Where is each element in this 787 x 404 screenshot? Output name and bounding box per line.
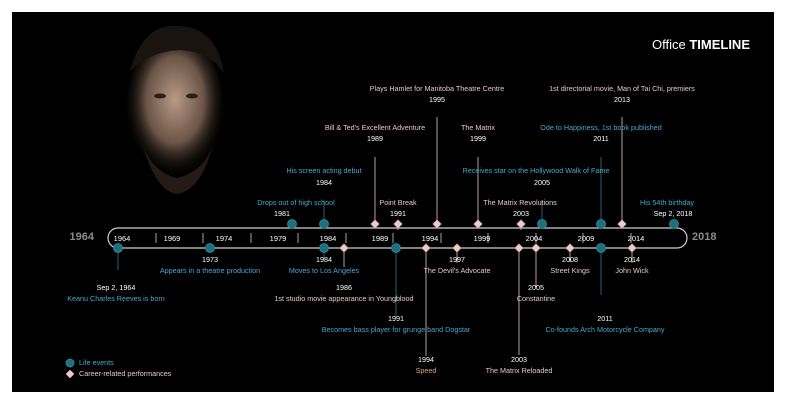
event-label: The Matrix Revolutions: [483, 198, 557, 207]
event-year: 1997: [449, 255, 465, 264]
tick-label: 2014: [627, 234, 645, 243]
event-year: 2014: [624, 255, 640, 264]
event-date: Sep 2, 2018: [653, 209, 693, 218]
event-label: 1st directorial movie, Man of Tai Chi, p…: [549, 84, 695, 93]
tick-label: 1964: [113, 234, 131, 243]
event-year: 1991: [388, 314, 404, 323]
event-label: Bill & Ted's Excellent Adventure: [324, 123, 426, 132]
career-marker-matrix: [473, 219, 483, 229]
event-label: Keanu Charles Reeves is born: [67, 294, 165, 303]
event-year: 1984: [316, 178, 332, 187]
timeline-graphics: [65, 25, 688, 379]
event-year: 2011: [597, 314, 613, 323]
event-year: 2013: [614, 95, 630, 104]
event-label: The Matrix Reloaded: [485, 366, 553, 375]
event-label: 1st studio movie appearance in Youngbloo…: [274, 294, 414, 303]
event-year: 1981: [274, 209, 290, 218]
tick-label: 2004: [525, 234, 543, 243]
event-year: 1984: [316, 255, 332, 264]
event-year: 1999: [470, 134, 486, 143]
career-marker-tai-chi: [617, 219, 627, 229]
career-marker-devils-advocate: [452, 243, 462, 253]
brand-logo: Office TIMELINE: [651, 37, 750, 52]
event-label: Appears in a theatre production: [159, 266, 261, 275]
tick-label: 1979: [269, 234, 287, 243]
life-marker-ode: [596, 219, 606, 229]
event-date: Sep 2, 1964: [96, 283, 136, 292]
career-marker-street-kings: [565, 243, 575, 253]
tick-label: 1984: [319, 234, 337, 243]
event-year: 1995: [429, 95, 445, 104]
career-marker-constantine: [531, 243, 541, 253]
career-marker-hamlet: [432, 219, 442, 229]
event-label: Receives star on the Hollywood Walk of F…: [462, 166, 610, 175]
life-marker-arch: [596, 243, 606, 253]
legend-life-marker: [65, 358, 75, 368]
life-marker-birthday: [669, 219, 679, 229]
tick-label: 2009: [577, 234, 595, 243]
tick-label: 1989: [371, 234, 389, 243]
life-marker-drops-out: [287, 219, 297, 229]
event-label: Moves to Los Angeles: [288, 266, 360, 275]
legend-life-label: Life events: [79, 358, 114, 367]
event-label: The Matrix: [461, 123, 495, 132]
career-marker-bill-ted: [370, 219, 380, 229]
tick-label: 1974: [215, 234, 233, 243]
career-marker-point-break: [393, 219, 403, 229]
event-year: 2011: [593, 134, 609, 143]
event-year: 2003: [513, 209, 529, 218]
portrait-image: [127, 25, 224, 194]
life-marker-born: [113, 243, 123, 253]
life-marker-la: [319, 243, 329, 253]
event-year: 1989: [367, 134, 383, 143]
career-marker-youngblood: [339, 243, 349, 253]
event-year: 1991: [390, 209, 406, 218]
event-label: Point Break: [379, 198, 417, 207]
event-label: His 54th birthday: [640, 198, 694, 207]
event-label: His screen acting debut: [286, 166, 362, 175]
tick-label: 1994: [421, 234, 439, 243]
axis-end-year: 2018: [692, 231, 717, 243]
tick-label: 1969: [163, 234, 181, 243]
career-markers: [339, 219, 637, 253]
event-label: John Wick: [615, 266, 649, 275]
life-event-markers: [113, 219, 679, 253]
event-label: Co-founds Arch Motorcycle Company: [545, 325, 665, 334]
event-year: 2005: [528, 283, 544, 292]
event-label: Constantine: [516, 294, 556, 303]
legend-career-marker: [65, 369, 75, 379]
event-label: Drops out of high school: [257, 198, 335, 207]
event-label: Plays Hamlet for Manitoba Theatre Centre: [369, 84, 505, 93]
timeline-slide: Office TIMELINE 1964 2018 1964 1969 1974…: [12, 12, 774, 392]
connector-lines: [117, 117, 633, 356]
event-label: Street Kings: [550, 266, 590, 275]
career-marker-john-wick: [627, 243, 637, 253]
career-marker-matrix-reloaded: [514, 243, 524, 253]
event-year: 2008: [562, 255, 578, 264]
event-label: Ode to Happiness, 1st book published: [540, 123, 662, 132]
life-marker-walk-of-fame: [537, 219, 547, 229]
axis-ticks: [155, 233, 632, 243]
career-marker-speed: [421, 243, 431, 253]
life-marker-dogstar: [391, 243, 401, 253]
event-year: 2005: [534, 178, 550, 187]
legend-career-label: Career-related performances: [79, 369, 172, 378]
event-label: Becomes bass player for grunge band Dogs…: [321, 325, 471, 334]
event-year: 1973: [202, 255, 218, 264]
event-year: 1994: [418, 355, 434, 364]
event-label: Speed: [415, 366, 437, 375]
event-label: The Devil's Advocate: [423, 266, 491, 275]
career-marker-matrix-revolutions: [516, 219, 526, 229]
tick-label: 1999: [473, 234, 491, 243]
event-year: 2003: [511, 355, 527, 364]
event-year: 1986: [336, 283, 352, 292]
axis-start-year: 1964: [69, 231, 94, 243]
life-marker-screen-debut: [319, 219, 329, 229]
life-marker-theatre: [205, 243, 215, 253]
